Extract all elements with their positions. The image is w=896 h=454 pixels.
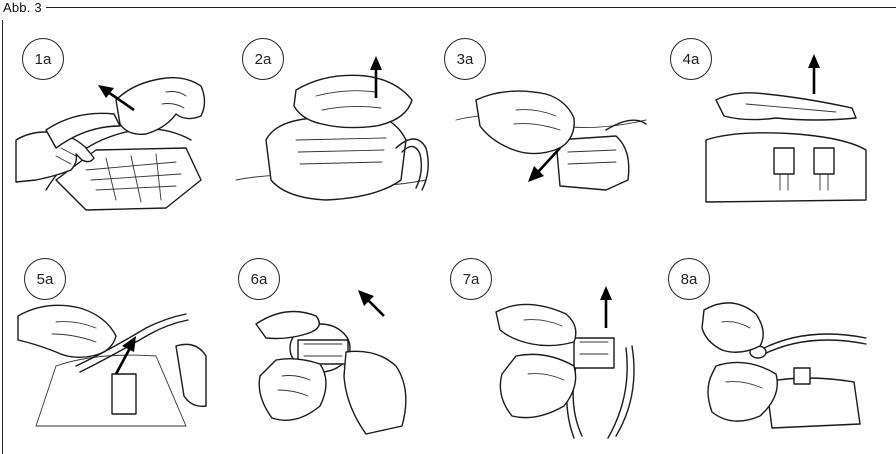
top-rule — [46, 7, 896, 8]
step-4a-panel: 4a — [676, 30, 866, 220]
step-number-badge: 8a — [668, 258, 710, 300]
left-rule — [2, 20, 3, 454]
figure-label: Abb. 3 — [3, 0, 42, 15]
step-5a-panel: 5a — [16, 256, 206, 446]
step-number-badge: 7a — [450, 258, 492, 300]
step-number-badge: 1a — [22, 38, 64, 80]
step-number-badge: 4a — [670, 38, 712, 80]
step-3a-panel: 3a — [456, 30, 646, 220]
step-6a-panel: 6a — [236, 256, 426, 446]
step-1a-panel: 1a — [16, 30, 206, 220]
step-number-badge: 5a — [24, 258, 66, 300]
step-8a-panel: 8a — [676, 256, 866, 446]
step-number-badge: 3a — [444, 38, 486, 80]
step-7a-panel: 7a — [456, 256, 646, 446]
step-number-badge: 6a — [238, 258, 280, 300]
step-2a-panel: 2a — [236, 30, 426, 220]
step-number-badge: 2a — [242, 38, 284, 80]
